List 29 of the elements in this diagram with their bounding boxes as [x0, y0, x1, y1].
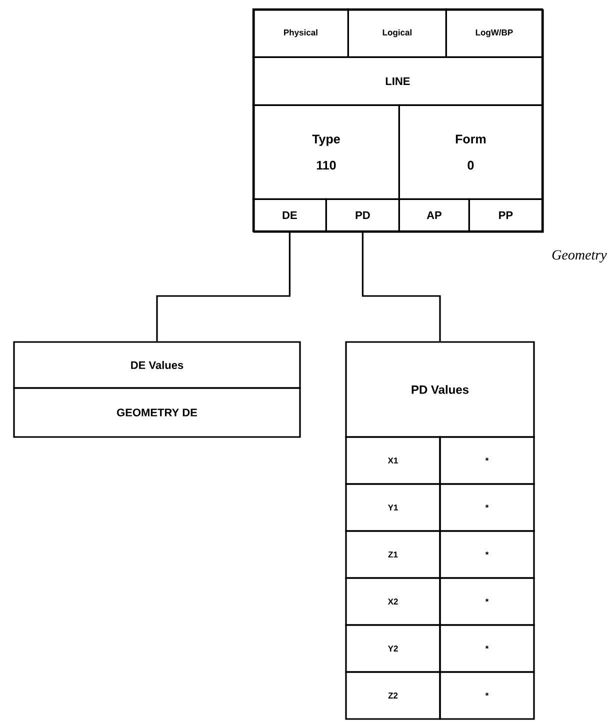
- table-cell: Logical: [347, 8, 447, 58]
- connector-line: [362, 232, 441, 342]
- table-cell: Y2: [345, 624, 441, 673]
- table-cell: PD Values: [345, 341, 535, 438]
- table-cell: DE: [252, 198, 327, 232]
- table-cell: DE Values: [13, 341, 301, 389]
- table-cell: PD: [325, 198, 400, 232]
- table-cell: GEOMETRY DE: [13, 387, 301, 438]
- table-cell: LINE: [252, 56, 543, 106]
- table-cell: Z1: [345, 530, 441, 579]
- table-cell: PP: [468, 198, 543, 232]
- table-cell: *: [439, 577, 535, 626]
- table-cell: *: [439, 624, 535, 673]
- table-cell: X2: [345, 577, 441, 626]
- table-cell: Z2: [345, 671, 441, 720]
- table-cell: LogW/BP: [445, 8, 543, 58]
- table-cell: *: [439, 671, 535, 720]
- connector-line: [156, 232, 290, 342]
- table-cell: Y1: [345, 483, 441, 532]
- record-box: [253, 9, 544, 233]
- table-cell: *: [439, 483, 535, 532]
- table-cell: AP: [398, 198, 470, 232]
- table-cell: Form 0: [398, 104, 543, 200]
- table-cell: *: [439, 436, 535, 485]
- table-cell: Physical: [252, 8, 349, 58]
- table-cell: X1: [345, 436, 441, 485]
- table-cell: *: [439, 530, 535, 579]
- node-label: Geometry: [552, 250, 607, 262]
- table-cell: Type 110: [252, 104, 400, 200]
